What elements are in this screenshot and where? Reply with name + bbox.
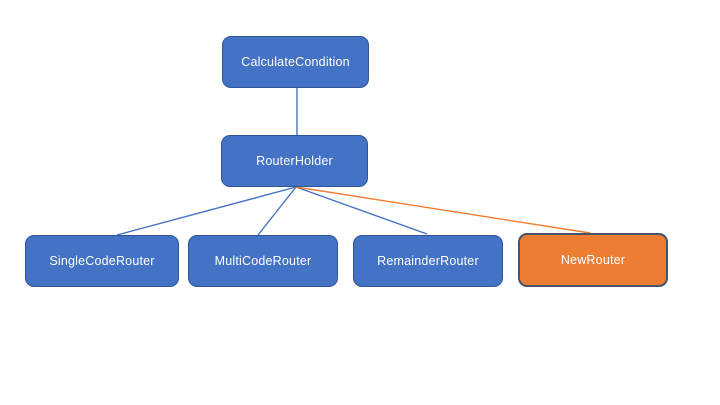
node-remainder-router[interactable]: RemainderRouter xyxy=(353,235,503,287)
edge-routerholder-singlecoderouter xyxy=(116,186,297,236)
edge-routerholder-remainderrouter xyxy=(295,186,428,235)
node-single-code-router-label: SingleCodeRouter xyxy=(49,254,155,268)
edge-routerholder-newrouter xyxy=(295,186,591,234)
node-calculate-condition-label: CalculateCondition xyxy=(241,55,350,69)
node-new-router-label: NewRouter xyxy=(560,253,626,267)
node-remainder-router-label: RemainderRouter xyxy=(377,254,479,268)
edge-routerholder-multicoderouter xyxy=(257,186,297,236)
node-router-holder[interactable]: RouterHolder xyxy=(221,135,368,187)
node-multi-code-router[interactable]: MultiCodeRouter xyxy=(188,235,338,287)
node-calculate-condition[interactable]: CalculateCondition xyxy=(222,36,369,88)
node-new-router[interactable]: NewRouter xyxy=(518,233,668,287)
node-router-holder-label: RouterHolder xyxy=(256,154,333,168)
node-multi-code-router-label: MultiCodeRouter xyxy=(214,254,312,268)
node-single-code-router[interactable]: SingleCodeRouter xyxy=(25,235,179,287)
